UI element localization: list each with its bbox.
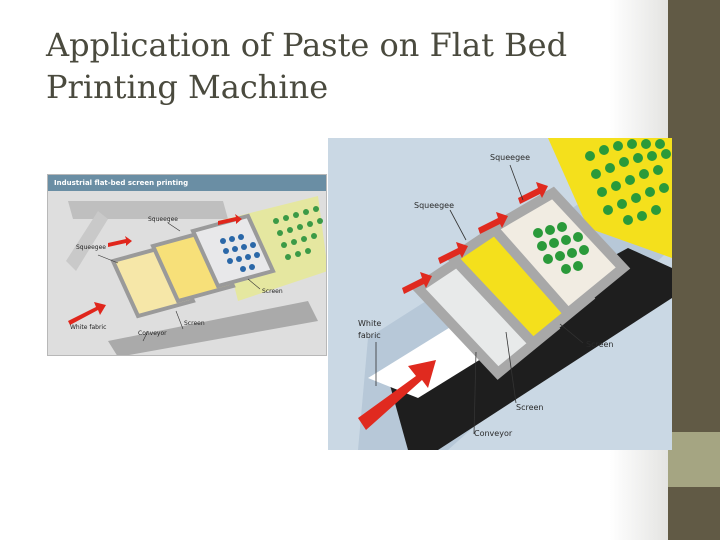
large-squeegee-arrow-2 xyxy=(438,242,468,264)
large-squeegee-arrow-3 xyxy=(478,212,508,234)
large-label-fabric: fabric xyxy=(358,331,381,340)
small-machine-top-rail xyxy=(68,201,228,219)
slide-title: Application of Paste on Flat Bed Printin… xyxy=(46,24,646,108)
large-label-conveyor: Conveyor xyxy=(474,429,513,438)
small-label-conveyor: Conveyor xyxy=(138,330,167,337)
small-diagram-drawing: Squeegee Squeegee Screen Screen White fa… xyxy=(48,191,326,355)
small-screen-printing-diagram: Industrial flat-bed screen printing xyxy=(47,174,327,356)
small-green-dots xyxy=(273,206,323,260)
large-green-dots-on-fabric xyxy=(585,139,671,225)
small-squeegee-arrow-2 xyxy=(218,214,242,225)
large-printed-fabric xyxy=(548,138,672,258)
small-diagram-heading: Industrial flat-bed screen printing xyxy=(48,175,326,191)
small-squeegee-arrow-1 xyxy=(108,236,132,247)
small-blue-dots xyxy=(220,234,260,272)
large-squeegee-arrow-4 xyxy=(518,182,548,204)
small-fabric-arrow xyxy=(68,302,106,325)
large-squeegee-arrow-1 xyxy=(402,272,432,294)
sidebar-bar-light xyxy=(668,432,720,487)
small-label-squeegee-left: Squeegee xyxy=(76,244,106,251)
large-diagram-drawing: Squeegee Squeegee White fabric Screen Sc… xyxy=(328,138,672,450)
sidebar-bar-dark-top xyxy=(668,0,720,432)
large-screen-printing-diagram: Squeegee Squeegee White fabric Screen Sc… xyxy=(328,138,672,450)
small-conveyor-belt xyxy=(108,301,318,355)
slide-title-line-1: Application of Paste on Flat Bed xyxy=(46,26,568,64)
slide-title-line-2: Printing Machine xyxy=(46,68,329,106)
small-label-screen-bottom: Screen xyxy=(184,320,205,327)
large-label-screen-bottom: Screen xyxy=(516,403,544,412)
large-fabric-arrow xyxy=(358,360,436,430)
large-label-squeegee-mid: Squeegee xyxy=(414,201,454,210)
small-label-white-fabric: White fabric xyxy=(70,324,106,331)
large-green-dots-on-screen xyxy=(533,222,589,274)
small-label-screen-right: Screen xyxy=(262,288,283,295)
sidebar-bar-dark-bottom xyxy=(668,487,720,540)
large-label-screen-right: Screen xyxy=(586,340,614,349)
large-label-white: White xyxy=(358,319,381,328)
small-label-squeegee-top: Squeegee xyxy=(148,216,178,223)
large-label-squeegee-top: Squeegee xyxy=(490,153,530,162)
